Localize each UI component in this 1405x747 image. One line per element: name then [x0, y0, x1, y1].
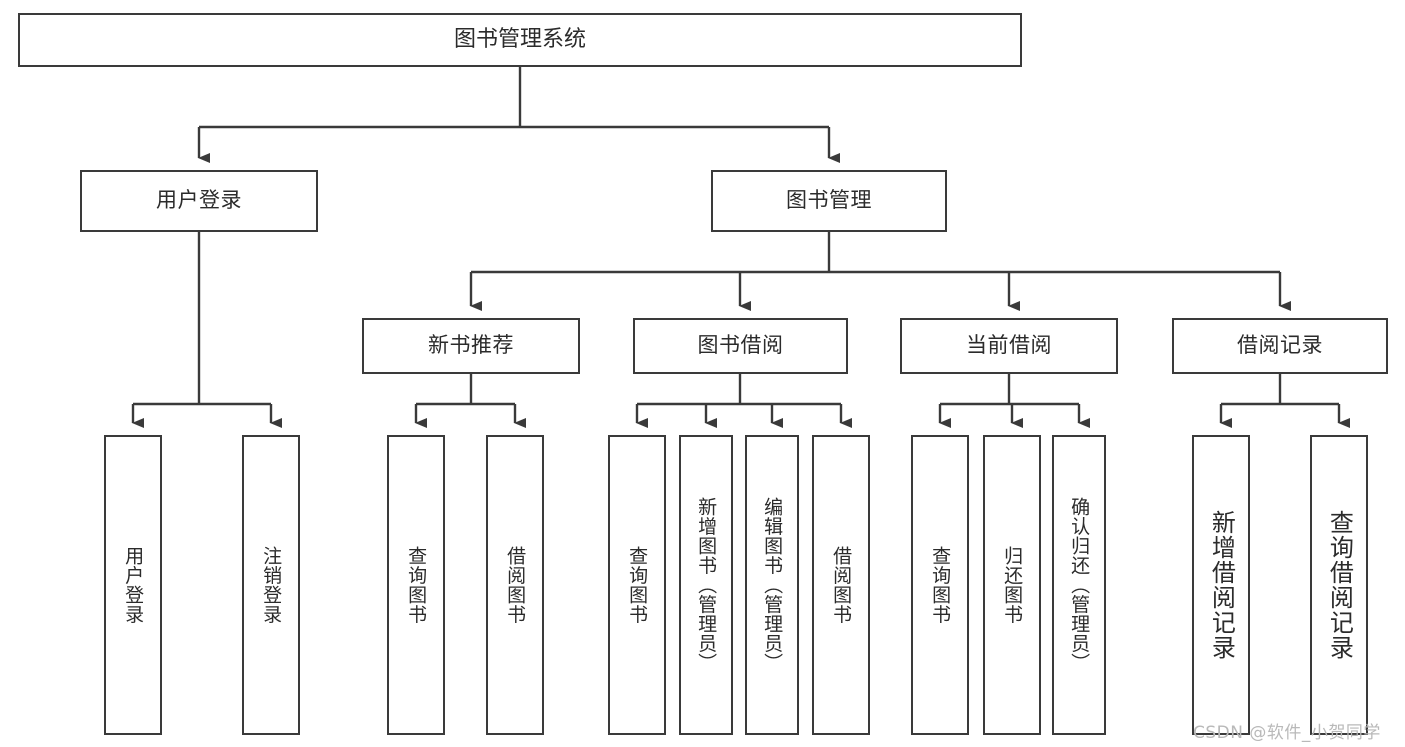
leaf-node[interactable]: 查询借阅记录: [1310, 435, 1368, 735]
node-user-login-label: 用户登录: [156, 188, 242, 213]
leaf-node[interactable]: 新增借阅记录: [1192, 435, 1250, 735]
node-user-login[interactable]: 用户登录: [80, 170, 318, 232]
node-borrow-records-label: 借阅记录: [1237, 333, 1323, 358]
node-book-borrow-label: 图书借阅: [697, 333, 784, 358]
leaf-node-label: 新增图书（管理员）: [695, 497, 718, 673]
leaf-node[interactable]: 借阅图书: [486, 435, 544, 735]
leaf-node-label: 注销登录: [260, 546, 283, 624]
leaf-node[interactable]: 借阅图书: [812, 435, 870, 735]
leaf-node[interactable]: 查询图书: [608, 435, 666, 735]
leaf-node[interactable]: 新增图书（管理员）: [679, 435, 733, 735]
leaf-node[interactable]: 查询图书: [911, 435, 969, 735]
watermark-credit: CSDN @软件_小贺同学: [1193, 723, 1381, 743]
leaf-node-label: 归还图书: [1001, 546, 1024, 624]
node-current-borrow[interactable]: 当前借阅: [900, 318, 1118, 374]
leaf-node-label: 查询图书: [626, 546, 649, 624]
leaf-node-label: 借阅图书: [830, 546, 853, 624]
node-book-management[interactable]: 图书管理: [711, 170, 947, 232]
node-new-book-recommend[interactable]: 新书推荐: [362, 318, 580, 374]
leaf-node[interactable]: 归还图书: [983, 435, 1041, 735]
leaf-node-label: 编辑图书（管理员）: [761, 497, 784, 673]
node-root-label: 图书管理系统: [453, 26, 586, 52]
leaf-node[interactable]: 确认归还（管理员）: [1052, 435, 1106, 735]
leaf-node-label: 查询借阅记录: [1325, 510, 1354, 660]
leaf-node-label: 确认归还（管理员）: [1068, 497, 1091, 673]
leaf-node[interactable]: 用户登录: [104, 435, 162, 735]
node-book-borrow[interactable]: 图书借阅: [633, 318, 848, 374]
leaf-node[interactable]: 注销登录: [242, 435, 300, 735]
leaf-node-label: 用户登录: [122, 546, 145, 624]
leaf-node-label: 查询图书: [405, 546, 428, 624]
leaf-node-label: 新增借阅记录: [1207, 510, 1236, 660]
node-current-borrow-label: 当前借阅: [966, 333, 1052, 358]
leaf-node-label: 借阅图书: [504, 546, 527, 624]
leaf-node-label: 查询图书: [929, 546, 952, 624]
node-new-book-recommend-label: 新书推荐: [428, 333, 514, 358]
leaf-node[interactable]: 编辑图书（管理员）: [745, 435, 799, 735]
leaf-node[interactable]: 查询图书: [387, 435, 445, 735]
node-root[interactable]: 图书管理系统: [18, 13, 1022, 67]
node-book-management-label: 图书管理: [786, 188, 872, 213]
node-borrow-records[interactable]: 借阅记录: [1172, 318, 1388, 374]
